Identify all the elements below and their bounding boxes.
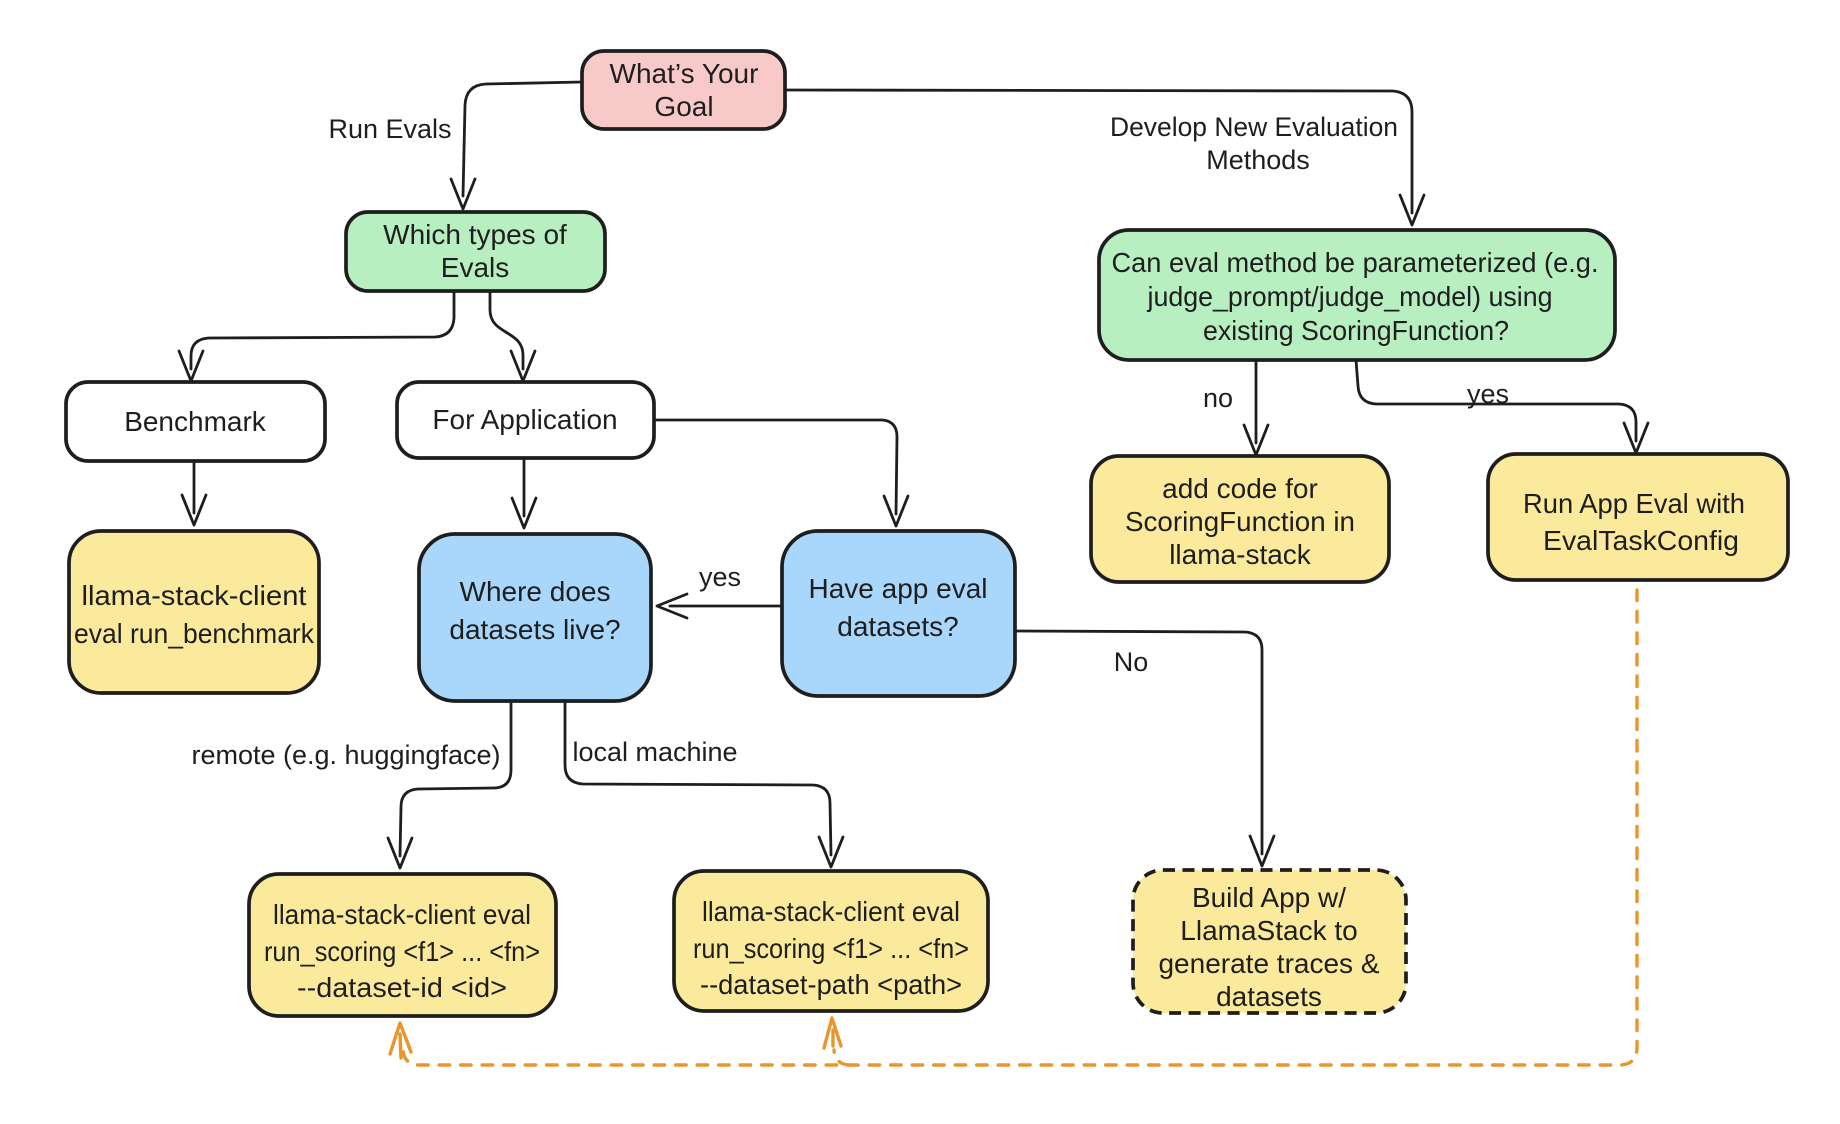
svg-text:--dataset-path <path>: --dataset-path <path> bbox=[700, 969, 962, 1000]
svg-text:llama-stack-client eval: llama-stack-client eval bbox=[702, 896, 960, 927]
svg-text:no: no bbox=[1203, 383, 1233, 413]
svg-text:Where does: Where does bbox=[460, 576, 611, 607]
svg-text:run_scoring <f1> ... <fn>: run_scoring <f1> ... <fn> bbox=[693, 933, 969, 964]
svg-text:datasets live?: datasets live? bbox=[449, 614, 620, 645]
svg-text:llama-stack: llama-stack bbox=[1169, 539, 1312, 570]
svg-text:EvalTaskConfig: EvalTaskConfig bbox=[1543, 525, 1739, 556]
svg-text:judge_prompt/judge_model) usin: judge_prompt/judge_model) using bbox=[1147, 281, 1553, 312]
svg-text:remote (e.g. huggingface): remote (e.g. huggingface) bbox=[192, 740, 501, 770]
svg-text:Benchmark: Benchmark bbox=[124, 406, 267, 437]
svg-text:No: No bbox=[1114, 647, 1149, 677]
svg-text:yes: yes bbox=[1467, 379, 1509, 409]
svg-text:yes: yes bbox=[699, 562, 741, 592]
svg-text:llama-stack-client eval: llama-stack-client eval bbox=[273, 899, 531, 930]
svg-text:generate traces &: generate traces & bbox=[1158, 948, 1379, 979]
svg-text:local machine: local machine bbox=[572, 737, 737, 767]
svg-text:llama-stack-client: llama-stack-client bbox=[82, 580, 307, 611]
svg-text:Evals: Evals bbox=[441, 252, 509, 283]
svg-text:Have app eval: Have app eval bbox=[808, 573, 987, 604]
svg-text:Which types of: Which types of bbox=[383, 219, 567, 250]
svg-text:What’s Your: What’s Your bbox=[610, 58, 759, 89]
svg-text:For Application: For Application bbox=[432, 404, 617, 435]
svg-text:Run Evals: Run Evals bbox=[328, 114, 451, 144]
svg-text:Goal: Goal bbox=[654, 91, 713, 122]
svg-text:datasets?: datasets? bbox=[837, 611, 958, 642]
svg-text:Can eval method be parameteriz: Can eval method be parameterized (e.g. bbox=[1112, 247, 1599, 278]
svg-text:add code for: add code for bbox=[1162, 473, 1318, 504]
svg-text:Build App w/: Build App w/ bbox=[1192, 882, 1346, 913]
svg-text:Develop New Evaluation: Develop New Evaluation bbox=[1110, 112, 1398, 142]
svg-text:Methods: Methods bbox=[1206, 145, 1310, 175]
svg-text:Run App Eval with: Run App Eval with bbox=[1523, 488, 1745, 519]
svg-text:existing ScoringFunction?: existing ScoringFunction? bbox=[1203, 315, 1509, 346]
svg-text:eval run_benchmark: eval run_benchmark bbox=[74, 618, 315, 649]
svg-text:--dataset-id <id>: --dataset-id <id> bbox=[297, 972, 507, 1003]
svg-text:ScoringFunction in: ScoringFunction in bbox=[1125, 506, 1355, 537]
svg-text:run_scoring <f1> ... <fn>: run_scoring <f1> ... <fn> bbox=[264, 936, 540, 967]
svg-text:LlamaStack to: LlamaStack to bbox=[1180, 915, 1357, 946]
svg-text:datasets: datasets bbox=[1216, 981, 1322, 1012]
